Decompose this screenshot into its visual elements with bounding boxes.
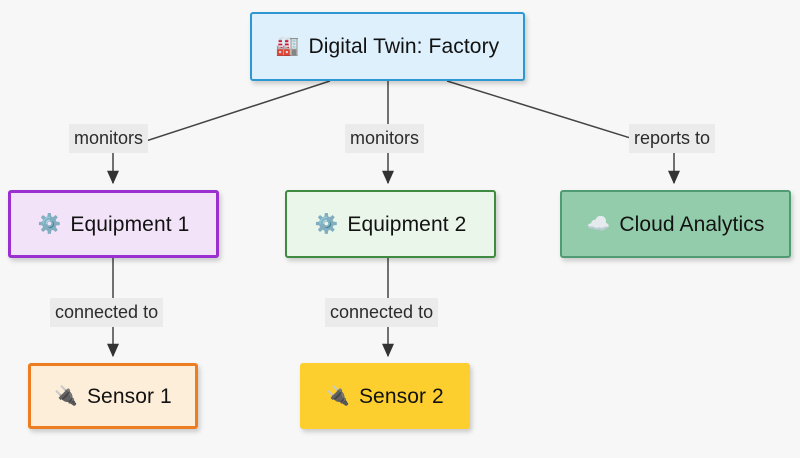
gear-icon: ⚙️ [314, 213, 339, 235]
edge-label-connected-to-sensor-1: connected to [50, 298, 164, 327]
node-cloud-analytics[interactable]: ☁️ Cloud Analytics [560, 190, 791, 258]
node-sensor-2[interactable]: 🔌 Sensor 2 [300, 363, 470, 429]
node-digital-twin-factory[interactable]: 🏭 Digital Twin: Factory [250, 12, 525, 81]
cloud-icon: ☁️ [586, 213, 611, 235]
plug-icon: 🔌 [326, 385, 350, 407]
node-label: Cloud Analytics [619, 212, 765, 236]
node-equipment-1[interactable]: ⚙️ Equipment 1 [8, 190, 219, 258]
node-label: Equipment 1 [70, 212, 190, 236]
factory-icon: 🏭 [275, 36, 300, 57]
node-sensor-1[interactable]: 🔌 Sensor 1 [28, 363, 198, 429]
node-equipment-2[interactable]: ⚙️ Equipment 2 [285, 190, 496, 258]
node-label: Equipment 2 [347, 212, 467, 236]
node-label: Sensor 1 [86, 384, 172, 408]
edge-label-monitors-equipment-1: monitors [69, 124, 149, 153]
plug-icon: 🔌 [54, 385, 78, 407]
node-label: Sensor 2 [358, 384, 444, 408]
edge-label-connected-to-sensor-2: connected to [325, 298, 439, 327]
edge-label-monitors-equipment-2: monitors [345, 124, 425, 153]
node-label: Digital Twin: Factory [308, 35, 500, 58]
gear-icon: ⚙️ [37, 213, 62, 235]
edge-label-reports-to: reports to [629, 124, 716, 153]
